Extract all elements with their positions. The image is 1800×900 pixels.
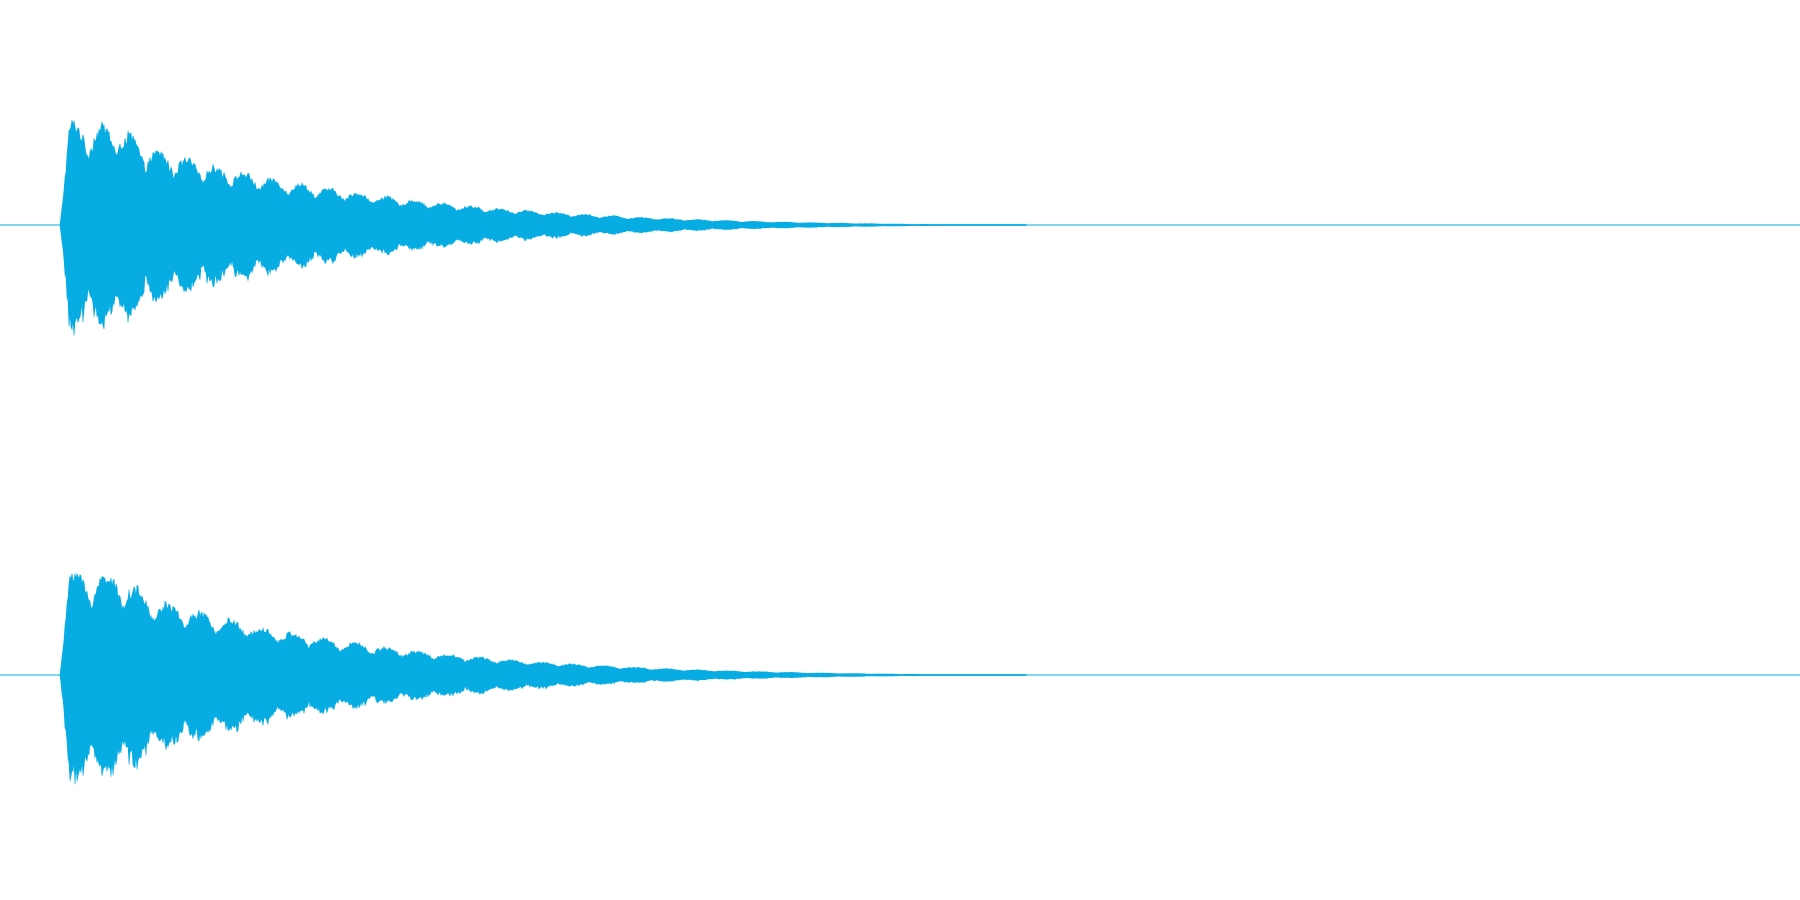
channel-right	[0, 573, 1800, 785]
channel-right-waveform	[59, 573, 1027, 785]
channel-left-waveform	[59, 119, 1027, 336]
channel-left	[0, 119, 1800, 336]
